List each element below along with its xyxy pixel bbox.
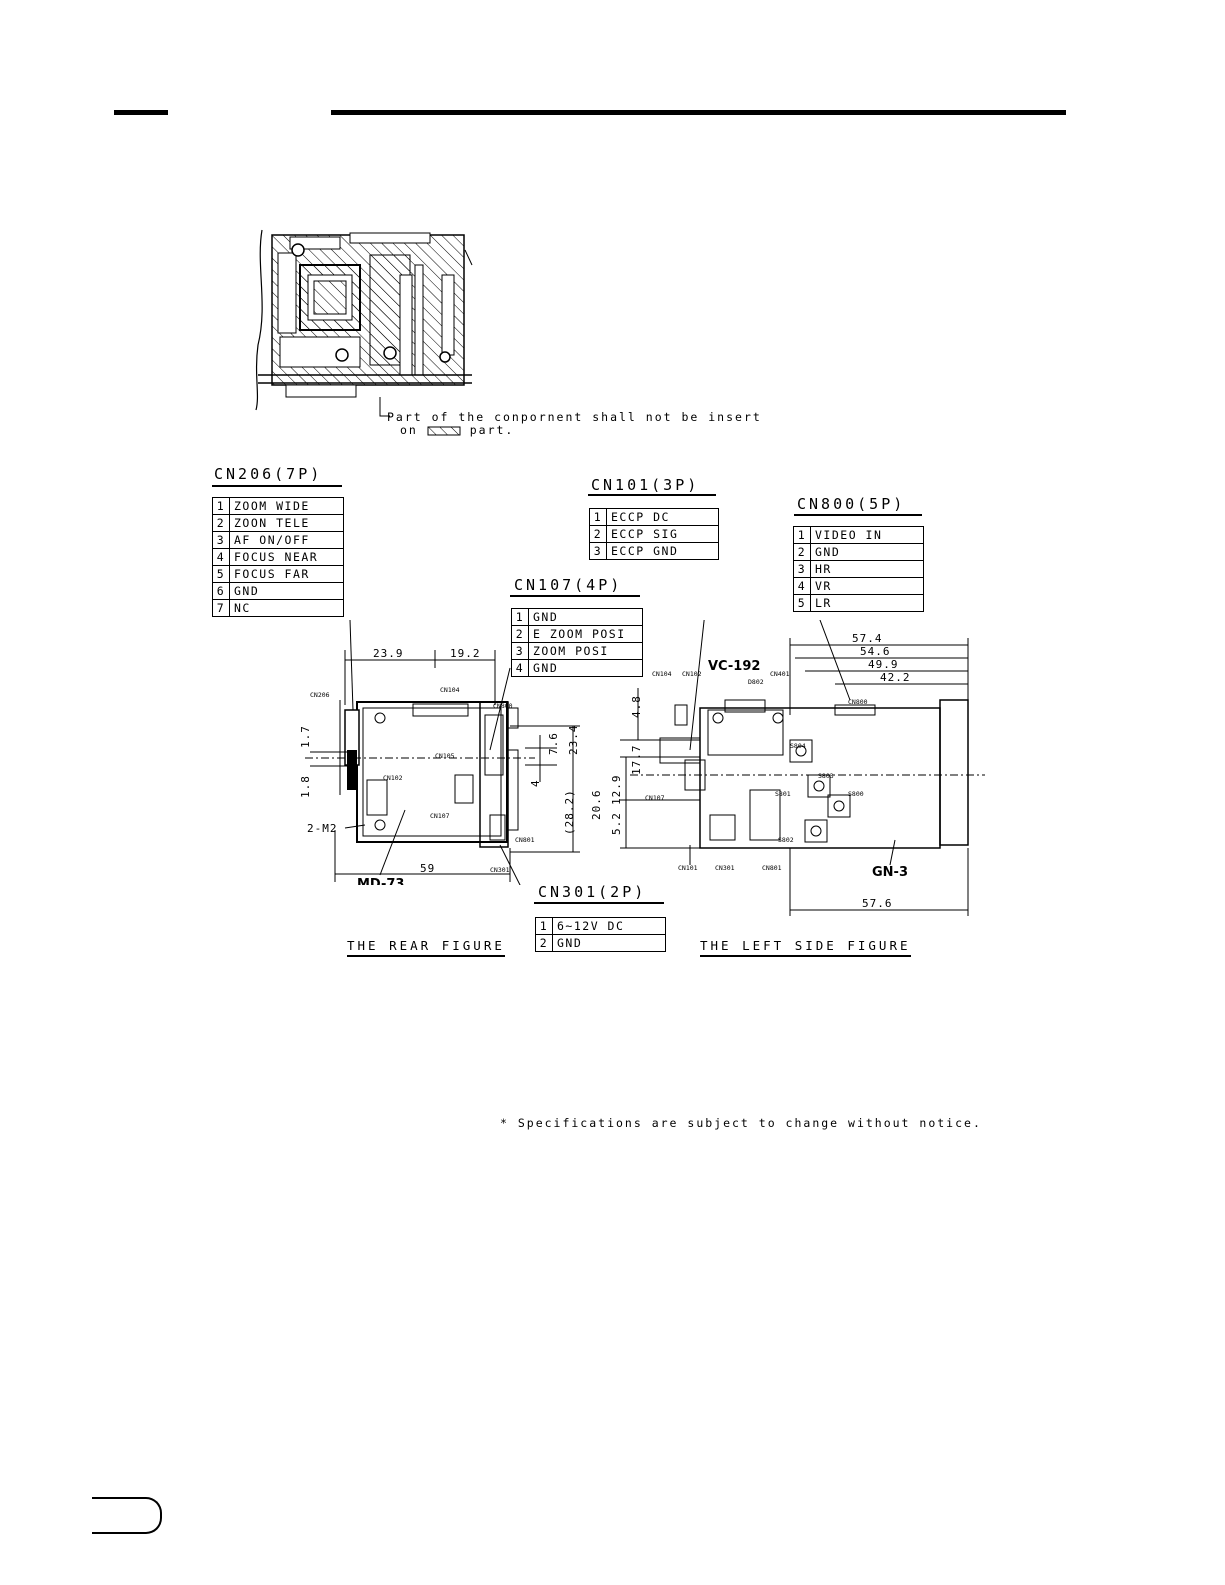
- cn107-title-underline: [510, 595, 640, 597]
- left-part-d802: D802: [748, 678, 764, 686]
- rear-part-cn301: CN301: [490, 866, 510, 874]
- left-board-label: GN-3: [872, 865, 908, 880]
- note-line-2: on part.: [400, 423, 515, 437]
- rear-board-label: MD-73: [357, 877, 404, 885]
- rear-part-cn105: CN105: [435, 752, 455, 760]
- note-line-1: Part of the conpornent shall not be inse…: [387, 410, 762, 424]
- rear-part-cn102: CN102: [383, 774, 403, 782]
- left-part-cn101: CN101: [678, 864, 698, 872]
- rear-dim-w1: 23.9: [373, 647, 404, 660]
- left-part-cn801: CN801: [762, 864, 782, 872]
- left-part-cn107: CN107: [645, 794, 665, 802]
- left-dim-48: 4.8: [630, 695, 643, 718]
- left-dim-129: 12.9: [610, 775, 623, 806]
- cn301-title-underline: [534, 902, 664, 904]
- cn206-title-underline: [212, 485, 342, 487]
- cn301-title: CN301(2P): [538, 883, 647, 901]
- left-side-figure-label: THE LEFT SIDE FIGURE: [700, 938, 911, 957]
- rear-dim-h-left2: 1.8: [299, 775, 312, 798]
- cn206-title: CN206(7P): [214, 465, 323, 483]
- left-part-cn401: CN401: [770, 670, 790, 678]
- footnote: * Specifications are subject to change w…: [500, 1116, 982, 1130]
- left-part-s804: S804: [790, 742, 806, 750]
- rear-dim-right2: 23.4: [567, 725, 580, 756]
- rear-dim-right1: 7.6: [547, 732, 560, 755]
- header-rule-left: [114, 110, 168, 115]
- rear-dim-h-left1: 1.7: [299, 725, 312, 748]
- cn800-title: CN800(5P): [797, 495, 906, 513]
- rear-figure-label: THE REAR FIGURE: [347, 938, 505, 957]
- cn800-title-underline: [794, 514, 922, 516]
- left-dim-206: 20.6: [590, 790, 603, 821]
- page-tab: [92, 1497, 162, 1534]
- rear-part-cn104: CN104: [440, 686, 460, 694]
- rear-dim-w2: 19.2: [450, 647, 481, 660]
- cn101-title-underline: [588, 494, 716, 496]
- left-part-cn102: CN102: [682, 670, 702, 678]
- left-board-top-label: VC-192: [708, 659, 760, 674]
- left-part-s803: S803: [818, 772, 834, 780]
- left-part-s802: S802: [778, 836, 794, 844]
- rear-dim-right3: 4: [529, 779, 542, 787]
- rear-part-cn206: CN206: [310, 691, 330, 699]
- left-part-cn104: CN104: [652, 670, 672, 678]
- top-assembly-drawing: [255, 229, 473, 415]
- left-dim-177: 17.7: [630, 745, 643, 776]
- rear-dim-right4: (28.2): [563, 789, 576, 835]
- left-dim-top4: 42.2: [880, 671, 911, 684]
- rear-part-cn801: CN801: [515, 836, 535, 844]
- hatch-swatch: [427, 426, 461, 435]
- header-rule-right: [331, 110, 1066, 115]
- rear-part-cn107: CN107: [430, 812, 450, 820]
- left-dim-52: 5.2: [610, 812, 623, 835]
- left-part-s801: S801: [775, 790, 791, 798]
- note-leader: [379, 398, 390, 417]
- left-side-figure-drawing: 57.4 54.6 49.9 42.2 4.8 17.7 12.9 20.6 5…: [590, 620, 985, 916]
- rear-dim-screw: 2-M2: [307, 822, 338, 835]
- rear-dim-bottom: 59: [420, 862, 435, 875]
- left-dim-bottom: 57.6: [862, 897, 893, 910]
- left-part-cn301: CN301: [715, 864, 735, 872]
- rear-figure-drawing: 23.9 19.2 1.7 1.8 7.6 23.4 4 (28.2) 59 2…: [299, 620, 580, 885]
- left-dim-top2: 54.6: [860, 645, 891, 658]
- left-part-cn800: CN800: [848, 698, 868, 706]
- cn101-title: CN101(3P): [591, 476, 700, 494]
- cn107-title: CN107(4P): [514, 576, 623, 594]
- rear-part-cn800: CN800: [493, 702, 513, 710]
- left-part-s800: S800: [848, 790, 864, 798]
- left-dim-top3: 49.9: [868, 658, 899, 671]
- left-dim-top1: 57.4: [852, 632, 883, 645]
